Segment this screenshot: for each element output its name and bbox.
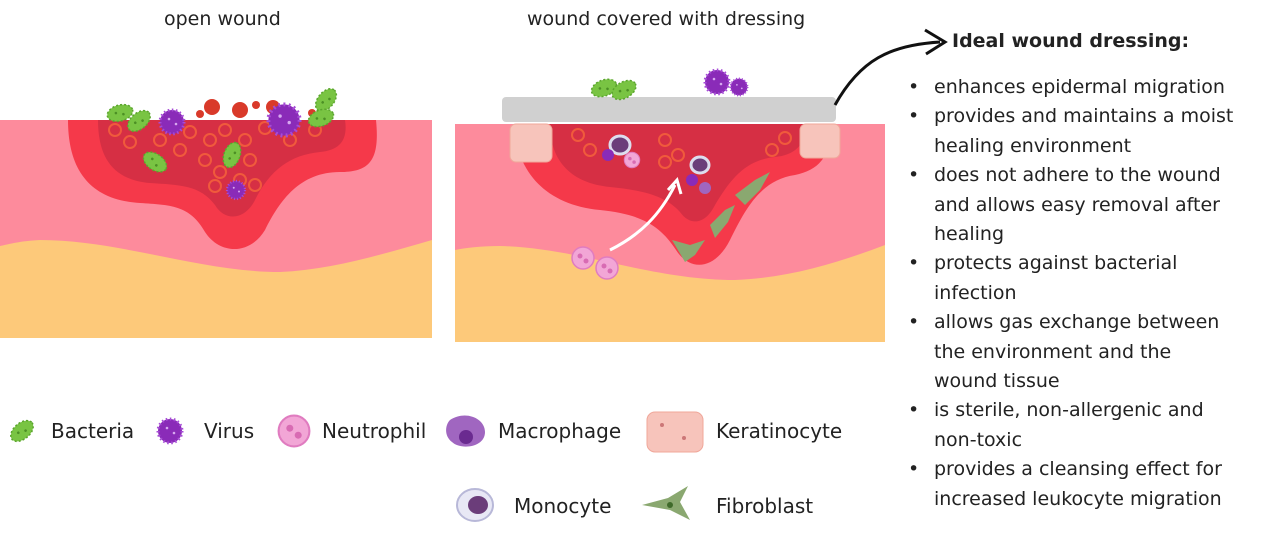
virus-icon	[156, 417, 184, 445]
dressing-property-line: healing environment	[934, 134, 1132, 157]
dressing-property-item: • provides a cleansing effect for increase…	[906, 455, 1233, 514]
bullet: •	[908, 399, 920, 422]
open-wound-illustration	[0, 84, 432, 338]
dressing-property-line: and allows easy removal after	[934, 193, 1220, 216]
bullet: •	[908, 76, 920, 98]
dressing-property-line: infection	[934, 281, 1017, 304]
fibroblasts	[672, 172, 770, 262]
monocyte-icon	[456, 488, 494, 522]
macrophage-icon	[446, 415, 485, 447]
dressing-property-item: • is sterile, non-allergenic and non-toxic	[906, 396, 1233, 455]
dressing-box-title: Ideal wound dressing:	[952, 30, 1190, 52]
dressing-layer	[502, 97, 836, 122]
dressing-property-line: provides and maintains a moist	[934, 105, 1234, 128]
legend-neutrophil: Neutrophil	[322, 419, 427, 443]
dressing-property-line: allows gas exchange between	[934, 311, 1220, 334]
dressing-property-line: wound tissue	[934, 370, 1060, 393]
dressing-property-item: • allows gas exchange between the environm…	[906, 308, 1233, 396]
dressing-property-line: the environment and the	[934, 340, 1172, 363]
covered-wound-illustration	[455, 68, 885, 342]
dressing-property-line: provides a cleansing effect for	[934, 458, 1222, 481]
covered-wound-title: wound covered with dressing	[527, 8, 806, 30]
wound-inner	[98, 120, 346, 217]
bullet: •	[908, 105, 920, 128]
legend-fibroblast: Fibroblast	[716, 494, 814, 518]
legend-bacteria: Bacteria	[51, 419, 135, 443]
bullet: •	[908, 311, 920, 334]
keratinocyte-icon	[646, 411, 704, 453]
keratinocytes	[509, 123, 841, 163]
legend-macrophage: Macrophage	[498, 419, 622, 443]
open-wound-title: open wound	[164, 8, 281, 30]
bullet: •	[908, 252, 920, 275]
bacteria-icon	[6, 415, 38, 447]
dressing-property-item: • protects against bacterial infection	[906, 249, 1233, 308]
legend-icons	[6, 411, 704, 522]
dressing-property-line: protects against bacterial	[934, 252, 1178, 275]
dressing-property-line: enhances epidermal migration	[934, 76, 1225, 98]
dressing-property-item: • enhances epidermal migration	[906, 73, 1233, 102]
legend-monocyte: Monocyte	[514, 494, 612, 518]
dressing-property-line: non-toxic	[934, 428, 1023, 451]
connector-arrow	[833, 40, 941, 106]
neutrophil-icon	[277, 414, 311, 448]
dressing-property-line: increased leukocyte migration	[934, 487, 1222, 510]
immune-cells	[602, 134, 711, 194]
legend-virus: Virus	[204, 419, 255, 443]
dressing-property-line: healing	[934, 223, 1005, 246]
legend-keratinocyte: Keratinocyte	[716, 419, 843, 443]
bullet: •	[908, 164, 920, 187]
fibroblast-icon	[642, 486, 690, 520]
migration-arrow	[609, 184, 677, 252]
dressing-property-line: is sterile, non-allergenic and	[934, 399, 1204, 422]
bullet: •	[908, 458, 920, 481]
dressing-properties-list: • enhances epidermal migration • provides a…	[906, 73, 1233, 514]
dressing-property-item: • does not adhere to the wound and allows …	[906, 161, 1233, 249]
dressing-property-item: • provides and maintains a moist healing e…	[906, 102, 1233, 161]
dressing-property-line: does not adhere to the wound	[934, 164, 1221, 187]
